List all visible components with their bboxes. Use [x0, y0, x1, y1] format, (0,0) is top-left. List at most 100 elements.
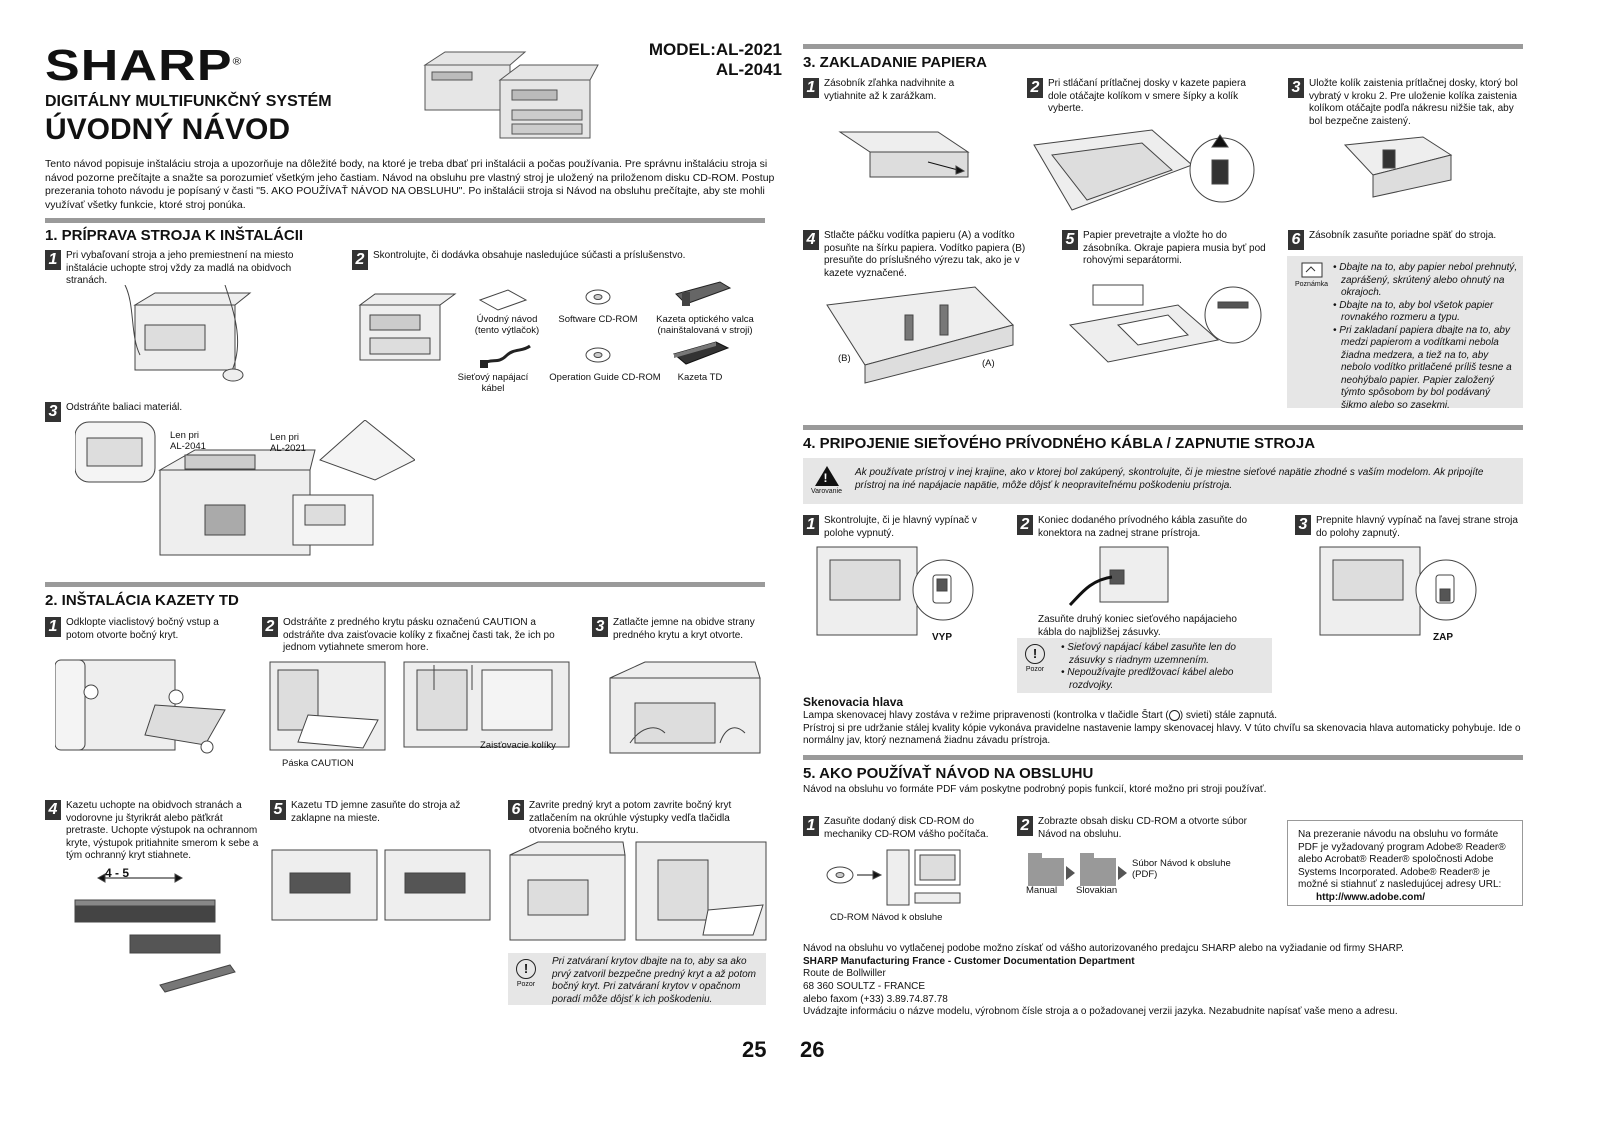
caption-locking-pins: Zaisťovacie kolíky: [480, 740, 556, 751]
remove-pin-illustration: [1032, 125, 1257, 220]
section-divider: [803, 755, 1523, 760]
switch-off-label: VYP: [932, 632, 953, 643]
item-td: Kazeta TD: [677, 372, 723, 383]
copier-illustration: [420, 50, 600, 145]
step-4-2b: Zasuňte druhý koniec sieťového napájacie…: [1038, 614, 1237, 638]
computer-icon: [825, 845, 965, 910]
arrow-icon: [1066, 866, 1075, 880]
section-title-4: 4. PRIPOJENIE SIEŤOVÉHO PRÍVODNÉHO KÁBLA…: [803, 435, 1316, 452]
item-drum: Kazeta optického valca (nainštalovaná v …: [656, 314, 754, 337]
section-divider: [803, 44, 1523, 49]
shake-count: 4 - 5: [105, 866, 130, 880]
step-4-1: 1 Skontrolujte, či je hlavný vypínač v p…: [803, 515, 988, 545]
section-title-3: 3. ZAKLADANIE PAPIERA: [803, 54, 987, 71]
section-title-5: 5. AKO POUŽÍVAŤ NÁVOD NA OBSLUHU: [803, 765, 1094, 782]
caption-caution-tape: Páska CAUTION: [282, 758, 354, 769]
item-cord: Sieťový napájací kábel: [457, 372, 529, 395]
footer-contact: Návod na obsluhu vo vytlačenej podobe mo…: [803, 943, 1404, 1018]
step-2-3: 3 Zatlačte jemne na obidve strany predné…: [592, 617, 767, 651]
caution-icon: !Pozor: [516, 959, 536, 988]
page-number-right: 26: [800, 1037, 825, 1062]
machine-contents-illustration: [355, 290, 460, 365]
store-pin-illustration: [1343, 135, 1453, 200]
step-3-5: 5 Papier prevetrajte a vložte ho do záso…: [1062, 230, 1267, 270]
doc-subtitle: DIGITÁLNY MULTIFUNKČNÝ SYSTÉM: [45, 93, 332, 110]
shake-cartridge-illustration: [60, 860, 240, 1010]
step-3-3: 3 Uložte kolík zaistenia prítlačnej dosk…: [1288, 78, 1523, 128]
step-2-1: 1 Odklopte viaclistový bočný vstup a pot…: [45, 617, 240, 651]
intro-text: Tento návod popisuje inštaláciu stroja a…: [45, 158, 775, 211]
section-title-2: 2. INŠTALÁCIA KAZETY TD: [45, 592, 239, 609]
caution-box-s4: !Pozor • Sieťový napájací kábel zasuňte …: [1017, 638, 1272, 693]
step-1-1: 1 Pri vybaľovaní stroja a jeho premiestn…: [45, 250, 310, 290]
lifting-machine-illustration: [105, 285, 265, 385]
note-box-s3: Poznámka • Dbajte na to, aby papier nebo…: [1287, 256, 1523, 411]
td-cartridge-icon: [670, 338, 732, 368]
load-paper-illustration: [1068, 280, 1263, 365]
step-2-4: 4 Kazetu uchopte na obidvoch stranách a …: [45, 800, 260, 861]
connect-cord-illustration: [1060, 545, 1170, 610]
power-cord-icon: [478, 340, 534, 370]
guide-adjust-illustration: [825, 285, 1015, 385]
insert-cartridge-illustration: [270, 848, 495, 923]
switch-on-illustration: [1318, 545, 1483, 640]
step-1-2: 2 Skontrolujte, či dodávka obsahuje nasl…: [352, 250, 762, 272]
packing-removal-illustration: [75, 420, 415, 560]
label-al2021: Len pri AL-2021: [270, 432, 306, 455]
switch-off-illustration: [815, 545, 980, 640]
cd-caption: CD-ROM Návod k obsluhe: [830, 912, 943, 923]
model-number: MODEL:AL-2021 AL-2041: [648, 40, 782, 79]
cd-icon: [585, 346, 611, 364]
folder-icon: [1080, 853, 1116, 886]
adobe-info-box: Na prezeranie návodu na obsluhu vo formá…: [1287, 820, 1523, 906]
cd-icon: [585, 288, 611, 306]
step-2-6: 6 Zavrite predný kryt a potom zavrite bo…: [508, 800, 766, 840]
section-title-1: 1. PRÍPRAVA STROJA K INŠTALÁCII: [45, 227, 304, 244]
section-divider: [803, 425, 1523, 430]
section-divider: [45, 582, 765, 587]
step-3-6: 6 Zásobník zasuňte poriadne späť do stro…: [1288, 230, 1523, 252]
scan-head-text: Lampa skenovacej hlavy zostáva v režime …: [803, 710, 1521, 747]
folder-manual: Manual: [1026, 885, 1058, 896]
pdf-file-label: Súbor Návod k obsluhe (PDF): [1132, 858, 1231, 881]
caution-box-s2: !Pozor Pri zatváraní krytov dbajte na to…: [508, 953, 766, 1005]
switch-on-label: ZAP: [1433, 632, 1453, 643]
step-4-3: 3 Prepnite hlavný vypínač na ľavej stran…: [1295, 515, 1523, 545]
step-3-4: 4 Stlačte páčku vodítka papieru (A) a vo…: [803, 230, 1038, 280]
sharp-logo: SHARP®: [45, 41, 243, 90]
page-number-left: 25: [742, 1037, 767, 1062]
pull-tray-illustration: [838, 122, 978, 187]
step-3-2: 2 Pri stláčaní prítlačnej dosky v kazete…: [1027, 78, 1262, 118]
caution-icon: !Pozor: [1025, 644, 1045, 673]
doc-title: ÚVODNÝ NÁVOD: [45, 113, 291, 146]
step-5-2: 2 Zobrazte obsah disku CD-ROM a otvorte …: [1017, 816, 1262, 846]
item-guide-cd: Operation Guide CD-ROM: [549, 372, 661, 383]
item-software-cd: Software CD-ROM: [558, 314, 638, 325]
step-1-3: 3 Odstráňte baliaci materiál.: [45, 402, 345, 424]
step-3-1: 1 Zásobník zľahka nadvihnite a vytiahnit…: [803, 78, 993, 112]
label-a: (A): [982, 358, 995, 369]
caution-tape-illustration: [268, 660, 388, 755]
step-2-5: 5 Kazetu TD jemne zasuňte do stroja až z…: [270, 800, 490, 834]
label-al2041: Len pri AL-2041: [170, 430, 206, 453]
close-covers-illustration: [508, 840, 768, 950]
note-icon: Poznámka: [1295, 262, 1328, 290]
note-list: • Dbajte na to, aby papier nebol prehnut…: [1333, 262, 1518, 411]
scan-head-title: Skenovacia hlava: [803, 695, 904, 709]
drum-cartridge-icon: [672, 280, 732, 310]
open-front-cover-illustration: [605, 658, 765, 758]
step-2-2: 2 Odstráňte z predného krytu pásku označ…: [262, 617, 572, 653]
warning-box: !Varovanie Ak používate prístroj v inej …: [803, 458, 1523, 504]
step-5-1: 1 Zasuňte dodaný disk CD-ROM do mechanik…: [803, 816, 1003, 846]
section-divider: [45, 218, 765, 223]
adobe-url[interactable]: http://www.adobe.com/: [1316, 891, 1426, 903]
warning-triangle-icon: !Varovanie: [811, 466, 842, 497]
locking-pins-illustration: [402, 660, 572, 750]
manual-icon: [478, 288, 528, 312]
folder-icon: [1028, 853, 1064, 886]
folder-slovakian: Slovakian: [1076, 885, 1118, 896]
label-b: (B): [838, 353, 851, 364]
start-button-icon: [1168, 710, 1180, 721]
item-manual: Úvodný návod (tento výtlačok): [474, 314, 540, 337]
arrow-icon: [1118, 866, 1127, 880]
